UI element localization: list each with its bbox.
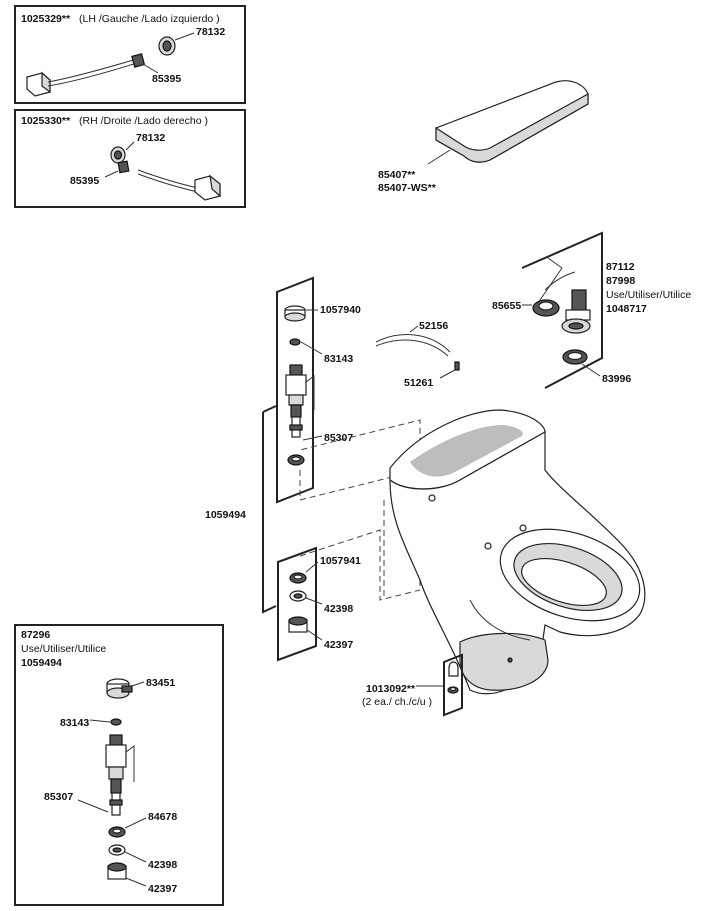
rh-trip-lever-kit: 1025330** (RH /Droite /Lado derecho ) 78… — [14, 109, 246, 208]
inset-seal-label: 83143 — [60, 717, 89, 729]
lock-washer-illustration — [289, 590, 307, 602]
inset-line-1: 87296 — [21, 629, 50, 641]
nut-illustration — [288, 616, 308, 633]
inset-seal-illustration — [110, 718, 122, 726]
fill-valve-cap-label: 1057940 — [320, 304, 361, 316]
flush-valve-line-4: 1048717 — [606, 303, 647, 315]
washer-label: 1057941 — [320, 555, 361, 567]
lh-nut-label: 85395 — [152, 73, 181, 85]
fill-valve-body-illustration — [285, 364, 315, 438]
inset-nut-illustration — [107, 862, 127, 880]
bolt-caps-label: 1013092** — [366, 683, 416, 695]
rh-trip-lever-illustration — [137, 169, 221, 201]
bolt-cap-illustration — [448, 661, 459, 677]
fill-valve-column: 1057940 83143 85307 1059494 1057941 — [205, 276, 361, 662]
inset-cap-label: 83451 — [146, 677, 175, 689]
fill-valve-assembly-label: 1059494 — [205, 509, 246, 521]
inset-gasket-label: 84678 — [148, 811, 177, 823]
seal-illustration — [289, 338, 301, 346]
gasket-label: 83996 — [602, 373, 631, 385]
inset-line-2: Use/Utiliser/Utilice — [21, 643, 106, 655]
nut-label: 42397 — [324, 639, 353, 651]
fill-valve-cap-illustration — [284, 305, 306, 322]
flush-valve-line-3: Use/Utiliser/Utilice — [606, 289, 691, 301]
rh-nut-label: 85395 — [70, 175, 99, 187]
toilet-body — [389, 409, 646, 695]
lock-washer-label: 42398 — [324, 603, 353, 615]
fill-valve-kit-inset: 87296 Use/Utiliser/Utilice 1059494 83451… — [14, 624, 224, 906]
inset-line-3: 1059494 — [21, 657, 62, 669]
rh-washer-label: 78132 — [136, 132, 165, 144]
inset-valve-label: 85307 — [44, 791, 73, 803]
inset-cap-illustration — [106, 678, 133, 699]
flapper-label: 85655 — [492, 300, 521, 312]
inset-lock-washer-label: 42398 — [148, 859, 177, 871]
seal-label: 83143 — [324, 353, 353, 365]
lh-nut-illustration — [131, 53, 146, 68]
bolt-caps-qty: (2 ea./ ch./c/u ) — [362, 696, 432, 708]
bolt-cap-washer-illustration — [447, 686, 459, 694]
flush-valve-illustration — [561, 289, 591, 334]
rh-washer-illustration — [110, 146, 126, 164]
refill-tube-label: 52156 — [419, 320, 448, 332]
lh-kit-description: (LH /Gauche /Lado izquierdo ) — [79, 13, 220, 25]
flush-valve-line-1: 87112 — [606, 261, 635, 273]
refill-tube: 52156 51261 — [375, 320, 460, 389]
fill-valve-gasket-illustration — [287, 454, 305, 466]
lh-trip-lever-illustration — [26, 57, 141, 97]
refill-clip-illustration — [454, 361, 460, 371]
bolt-caps: 1013092** (2 ea./ ch./c/u ) — [362, 653, 463, 717]
tank-cover-label: 85407** — [378, 169, 416, 181]
gasket-illustration — [562, 349, 588, 365]
flush-valve-line-2: 87998 — [606, 275, 635, 287]
lh-washer-label: 78132 — [196, 26, 225, 38]
washer-illustration — [289, 572, 307, 584]
tank-cover-ws-label: 85407-WS** — [378, 182, 437, 194]
inset-lock-washer-illustration — [108, 844, 126, 856]
lh-trip-lever-kit: 1025329** (LH /Gauche /Lado izquierdo ) … — [14, 5, 246, 104]
tank-cover: 85407** 85407-WS** — [378, 80, 589, 194]
refill-clip-label: 51261 — [404, 377, 433, 389]
rh-kit-part-number: 1025330** — [21, 115, 71, 127]
flapper-illustration — [532, 257, 576, 317]
rh-nut-illustration — [117, 160, 130, 174]
flush-valve-panel: 87112 87998 Use/Utiliser/Utilice 1048717… — [492, 231, 691, 389]
rh-kit-description: (RH /Droite /Lado derecho ) — [79, 115, 208, 127]
inset-nut-label: 42397 — [148, 883, 177, 895]
lh-washer-illustration — [158, 36, 176, 56]
fill-valve-label: 85307 — [324, 432, 353, 444]
inset-valve-illustration — [105, 734, 135, 816]
inset-gasket-illustration — [108, 826, 126, 838]
lh-kit-part-number: 1025329** — [21, 13, 71, 25]
